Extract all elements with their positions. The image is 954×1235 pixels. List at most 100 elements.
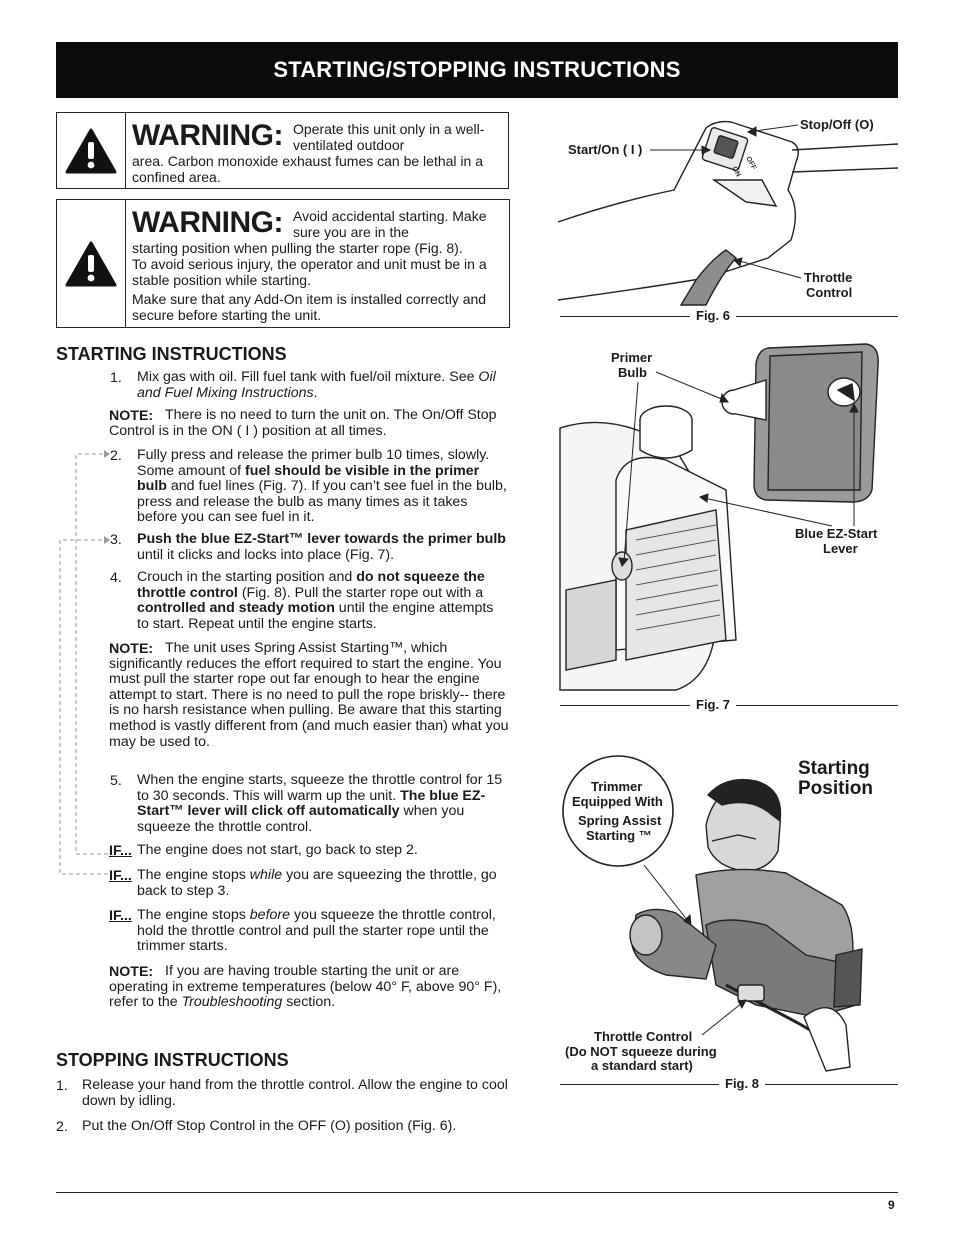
step-4-bold-a: do not squeeze the throttle control	[137, 569, 485, 601]
step-number: 2.	[56, 1119, 68, 1135]
step-4-text-c: until the engine attempts to start. Repe…	[137, 600, 494, 632]
step-1: Mix gas with oil. Fill fuel tank with fu…	[137, 369, 512, 401]
if-label: IF...	[109, 908, 132, 924]
if-1: The engine does not start, go back to st…	[137, 842, 509, 859]
step-3: Push the blue EZ-Start™ lever towards th…	[137, 531, 512, 563]
throttle-note-line-1: Throttle Control	[594, 1029, 693, 1044]
figure-6: ON OFF Stop/Off (O) Start/On ( I ) Throt…	[556, 110, 899, 330]
note-1: There is no need to turn the unit on. Th…	[109, 407, 509, 439]
step-5-bold: The blue EZ-Start™ lever will click off …	[137, 787, 486, 820]
step-1-end: .	[313, 384, 318, 401]
callout-line-2: Equipped With	[572, 794, 663, 809]
step-number: 4.	[110, 570, 122, 586]
switch-on-text: ON	[730, 166, 741, 179]
step-2-text-end: and fuel lines (Fig. 7). If you can’t se…	[137, 478, 507, 526]
step-2: Fully press and release the primer bulb …	[137, 447, 509, 526]
step-3-bold: Push the blue EZ-Start™ lever towards th…	[137, 531, 506, 547]
warning-triangle-icon	[65, 128, 117, 173]
troubleshooting-reference: Troubleshooting	[181, 994, 283, 1011]
page-title: STARTING/STOPPING INSTRUCTIONS	[273, 57, 681, 82]
starting-position-line-2: Position	[798, 778, 873, 799]
starting-heading: STARTING INSTRUCTIONS	[56, 344, 287, 364]
warning-text-a: Avoid accidental starting. Make sure you…	[292, 208, 487, 240]
warning-box-ventilation: WARNING: Operate this unit only in a wel…	[56, 112, 509, 189]
warning-icon-cell	[57, 200, 126, 327]
step-number: 2.	[110, 448, 122, 464]
starting-position-line-1: Starting	[798, 758, 870, 779]
callout-line-3: Spring Assist	[578, 813, 662, 828]
note-2: The unit uses Spring Assist Starting™, w…	[109, 640, 511, 750]
engine-illustration	[559, 343, 879, 691]
warning-text: WARNING: Operate this unit only in a wel…	[126, 113, 508, 188]
fig6-caption: Fig. 6	[690, 308, 736, 323]
step-4-bold-b: controlled and steady motion	[137, 600, 335, 617]
warning-text-a: Operate this unit only in a well- ventil…	[292, 121, 485, 153]
note-3-text: If you are having trouble starting the u…	[109, 963, 502, 1011]
if-3-italic: before	[249, 907, 291, 923]
throttle-label-line-2: Control	[806, 285, 853, 300]
fig7-caption: Fig. 7	[690, 697, 736, 712]
warning-text-d: Make sure that any Add-On item is instal…	[132, 291, 487, 323]
warning-text-b: starting position when pulling the start…	[132, 240, 463, 256]
warning-triangle-icon	[65, 241, 117, 286]
primer-label-line-1: Primer	[611, 350, 653, 365]
if-label: IF...	[109, 843, 132, 859]
figure-7: Primer Bulb Blue EZ-Start Lever	[556, 340, 898, 696]
if-1-text: The engine does not start, go back to st…	[137, 842, 418, 858]
primer-label-line-2: Bulb	[618, 365, 647, 380]
callout-circle	[562, 755, 674, 867]
if-2-text-end: you are squeezing the throttle, go back …	[137, 867, 497, 899]
step-number: 1.	[56, 1078, 68, 1094]
warning-label: WARNING:	[132, 119, 283, 152]
mixing-instructions-reference: Oil and Fuel Mixing Instructions	[137, 369, 496, 401]
note-1-text: There is no need to turn the unit on. Th…	[109, 407, 497, 439]
step-5: When the engine starts, squeeze the thro…	[137, 772, 511, 835]
if-3-text: The engine stops	[137, 907, 250, 923]
note-3-text-end: section.	[282, 994, 336, 1011]
note-3: If you are having trouble starting the u…	[109, 963, 509, 1011]
starting-position-illustration	[562, 755, 863, 1072]
step-number: 1.	[110, 370, 122, 386]
step-4-text-b: (Fig. 8). Pull the starter rope out with…	[237, 584, 484, 601]
page-number: 9	[888, 1198, 895, 1212]
step-number: 3.	[110, 532, 122, 548]
footer-rule	[56, 1192, 898, 1193]
warning-text-c: To avoid serious injury, the operator an…	[132, 256, 487, 288]
warning-icon-cell	[57, 113, 126, 188]
note-label: NOTE:	[109, 964, 154, 980]
figure-8: Trimmer Equipped With Spring Assist Star…	[556, 755, 898, 1075]
start-on-label: Start/On ( I )	[568, 142, 643, 157]
section-banner: STARTING/STOPPING INSTRUCTIONS	[56, 42, 898, 98]
trimmer-handle-illustration: ON OFF	[557, 120, 899, 306]
warning-label: WARNING:	[132, 206, 283, 239]
if-2-italic: while	[249, 867, 283, 883]
step-5-text: When the engine starts, squeeze the thro…	[137, 772, 503, 804]
stop-step-1: Release your hand from the throttle cont…	[82, 1077, 512, 1109]
fig8-caption: Fig. 8	[719, 1076, 765, 1091]
step-3-text: until it clicks and locks into place (Fi…	[137, 546, 395, 563]
if-label: IF...	[109, 868, 132, 884]
throttle-label-line-1: Throttle	[804, 270, 853, 285]
stop-step-1-text: Release your hand from the throttle cont…	[82, 1077, 508, 1109]
if-2: The engine stops while you are squeezing…	[137, 867, 509, 899]
step-number: 5.	[110, 773, 122, 789]
step-2-text: Fully press and release the primer bulb …	[137, 447, 490, 479]
step-4: Crouch in the starting position and do n…	[137, 569, 507, 632]
if-3: The engine stops before you squeeze the …	[137, 907, 509, 955]
warning-text: WARNING: Avoid accidental starting. Make…	[126, 200, 509, 327]
stopping-heading: STOPPING INSTRUCTIONS	[56, 1050, 289, 1070]
step-1-text: Mix gas with oil. Fill fuel tank with fu…	[137, 369, 479, 385]
stop-step-2-text: Put the On/Off Stop Control in the OFF (…	[82, 1118, 457, 1134]
step-4-text: Crouch in the starting position and	[137, 569, 357, 585]
ez-start-label-line-1: Blue EZ-Start	[795, 526, 878, 541]
note-label: NOTE:	[109, 641, 154, 657]
ez-start-label-line-2: Lever	[823, 541, 858, 556]
callout-line-1: Trimmer	[591, 779, 643, 794]
callout-line-4: Starting ™	[586, 828, 652, 843]
stop-step-2: Put the On/Off Stop Control in the OFF (…	[82, 1118, 512, 1135]
if-2-text: The engine stops	[137, 867, 250, 883]
note-2-text: The unit uses Spring Assist Starting™, w…	[109, 640, 509, 750]
warning-box-accidental-start: WARNING: Avoid accidental starting. Make…	[56, 199, 510, 328]
throttle-note-line-3: a standard start)	[591, 1058, 693, 1073]
if-3-text-end: you squeeze the throttle control, hold t…	[137, 907, 496, 955]
